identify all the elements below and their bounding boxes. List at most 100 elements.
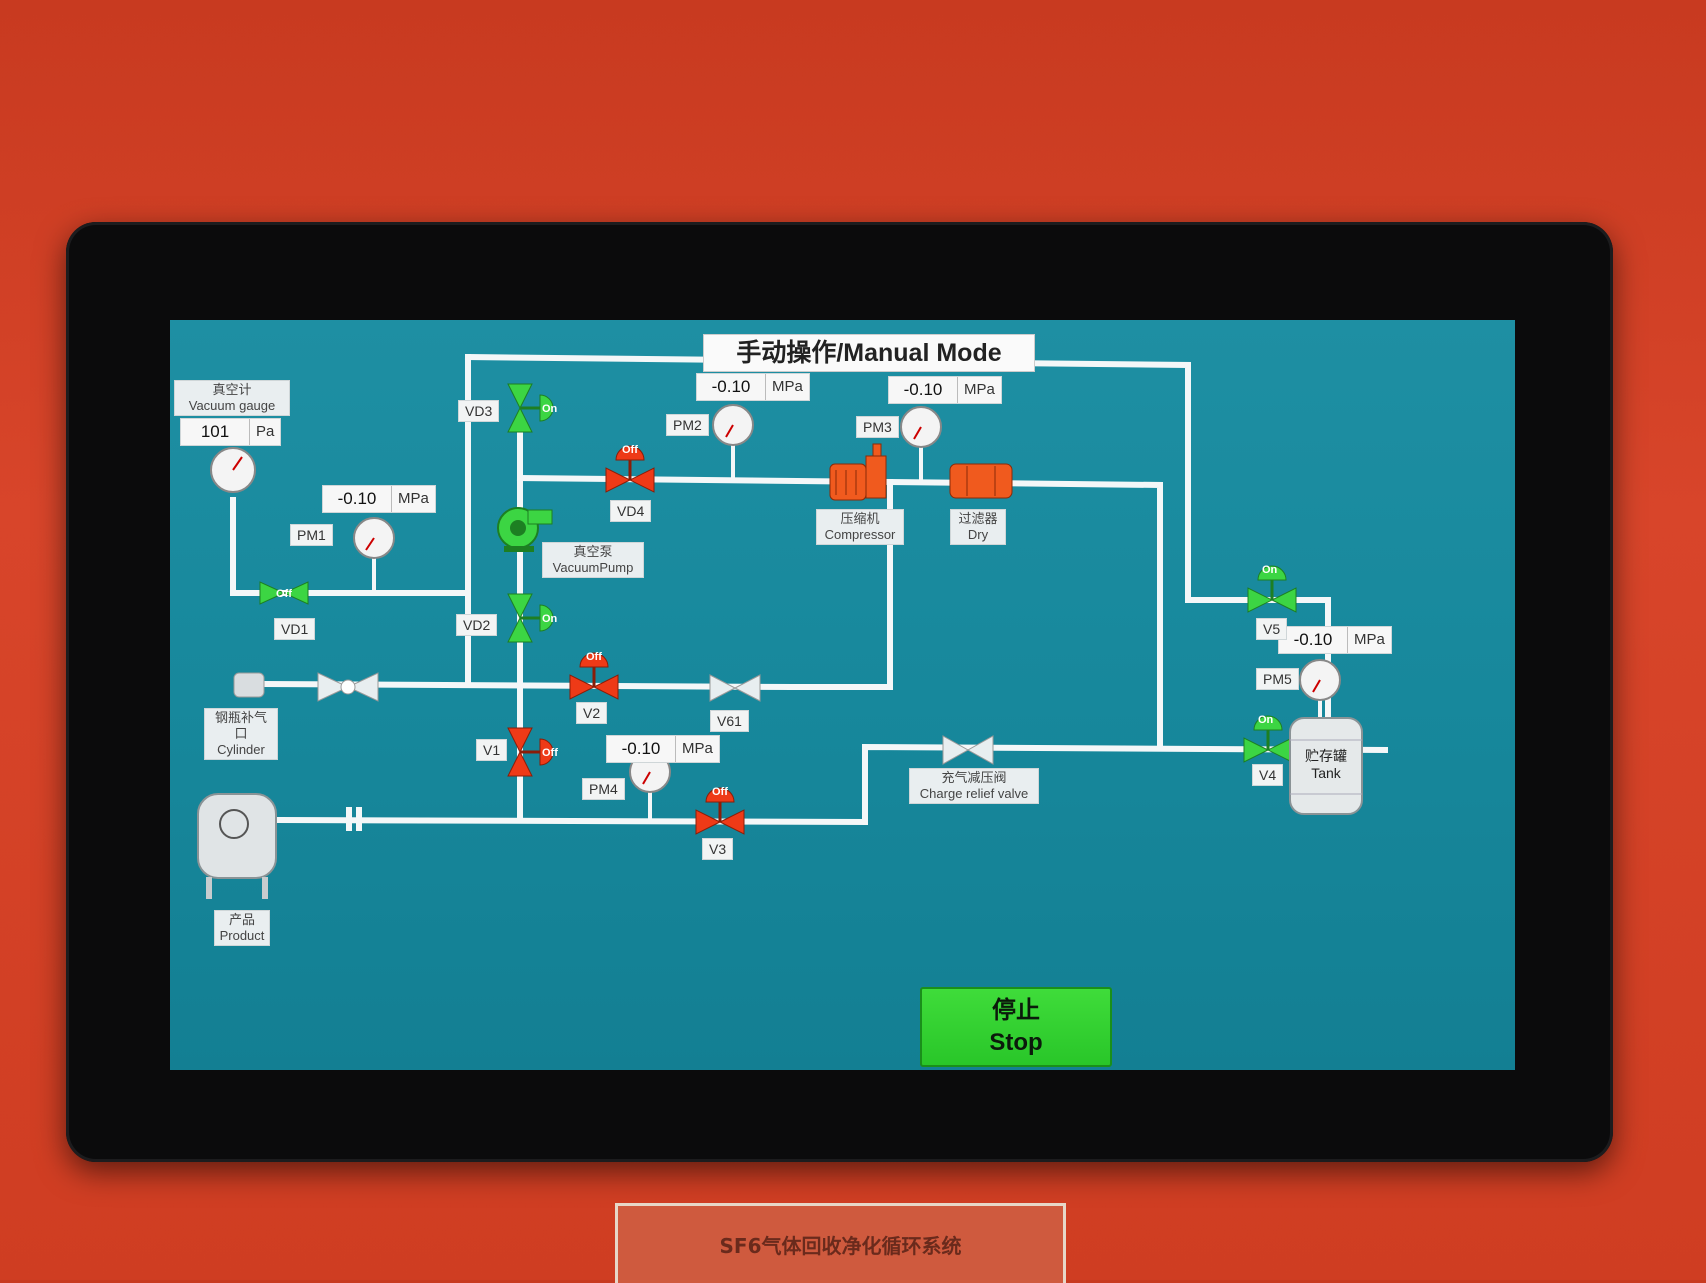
vd3-state-text: On [542, 403, 558, 415]
pipe-vd4 [516, 474, 893, 690]
pm3-label: PM3 [856, 416, 899, 438]
dryer-label: 过滤器 Dry [950, 509, 1006, 545]
tank-en: Tank [1311, 765, 1341, 781]
charge-relief-en: Charge relief valve [919, 786, 1029, 801]
v4-label[interactable]: V4 [1252, 764, 1284, 786]
vacuum-gauge-label: 真空计 Vacuum gauge [174, 380, 290, 416]
v2-valve [569, 652, 619, 700]
v3-valve [695, 787, 745, 835]
vd1-valve [259, 581, 309, 605]
cylinder-en: Cylinder [217, 742, 265, 757]
vd4-label[interactable]: VD4 [610, 500, 652, 522]
stop-button[interactable]: 停止 Stop [920, 987, 1112, 1067]
pm1-dial [353, 517, 395, 559]
pm5-label: PM5 [1256, 668, 1299, 690]
cylinder-manual-valve [317, 672, 379, 702]
vacuum-pump-cn: 真空泵 [573, 544, 613, 559]
v1-label[interactable]: V1 [476, 739, 508, 761]
pm4-readout[interactable]: -0.10 MPa [606, 735, 720, 763]
v3-state-text: Off [712, 786, 728, 798]
pm1-value: -0.10 [323, 486, 392, 512]
pm4-value: -0.10 [607, 736, 676, 762]
charge-relief-valve [942, 735, 994, 765]
vd2-state-text: On [542, 613, 558, 625]
pm5-unit: MPa [1354, 631, 1385, 648]
pm5-value: -0.10 [1279, 627, 1348, 653]
v4-state-text: On [1258, 714, 1274, 726]
v2-label[interactable]: V2 [576, 702, 608, 724]
vacuum-gauge-label-en: Vacuum gauge [188, 398, 276, 413]
vd1-state-text: Off [276, 588, 292, 600]
vd3-valve [507, 383, 554, 433]
compressor-graphic [829, 443, 887, 501]
vacuum-pump-en: VacuumPump [552, 560, 634, 575]
tank-graphic [1289, 717, 1363, 815]
compressor-cn: 压缩机 [840, 511, 880, 526]
pm4-label: PM4 [582, 778, 625, 800]
v5-state-text: On [1262, 564, 1278, 576]
vd4-valve [605, 445, 655, 493]
vd2-label[interactable]: VD2 [456, 614, 498, 636]
piping-diagram: Off Off Off On On On On Off Off [197, 353, 1389, 899]
pipe-product [276, 743, 1389, 826]
pm3-unit: MPa [964, 381, 995, 398]
vd4-state-text: Off [622, 444, 638, 456]
pm2-value: -0.10 [697, 374, 766, 400]
v5-label[interactable]: V5 [1256, 618, 1288, 640]
pm5-dial [1299, 659, 1341, 701]
pm1-readout[interactable]: -0.10 MPa [322, 485, 436, 513]
stop-button-en: Stop [989, 1029, 1043, 1056]
stop-button-cn: 停止 [992, 997, 1040, 1024]
v1-state-text: Off [542, 747, 558, 759]
vd2-valve [507, 593, 554, 643]
system-nameplate: SF6气体回收净化循环系统 [615, 1203, 1066, 1283]
tank-label: 贮存罐 Tank [1294, 748, 1358, 782]
compressor-label: 压缩机 Compressor [816, 509, 904, 545]
charge-relief-cn: 充气减压阀 [941, 770, 1007, 785]
pm2-label: PM2 [666, 414, 709, 436]
pipe-vd1 [230, 497, 471, 596]
pipe-compressor [886, 478, 1163, 751]
v3-label[interactable]: V3 [702, 838, 734, 860]
dryer-cn: 过滤器 [958, 511, 998, 526]
hmi-screen: Off Off Off On On On On Off Off 手动操作/Man… [170, 320, 1515, 1070]
vacuum-gauge-label-cn: 真空计 [212, 382, 252, 397]
pm3-value: -0.10 [889, 377, 958, 403]
cylinder-cn: 钢瓶补气口 [214, 710, 267, 741]
v61-valve [709, 674, 761, 702]
pm3-dial [900, 406, 942, 448]
vd1-label[interactable]: VD1 [274, 618, 316, 640]
pm3-readout[interactable]: -0.10 MPa [888, 376, 1002, 404]
product-en: Product [219, 928, 265, 943]
vacuum-pump-label: 真空泵 VacuumPump [542, 542, 644, 578]
v2-state-text: Off [586, 651, 602, 663]
vacuum-gauge-dial [210, 447, 256, 493]
vacuum-pump-graphic [497, 507, 553, 552]
pm2-unit: MPa [772, 378, 803, 395]
pm4-unit: MPa [682, 740, 713, 757]
v1-valve [507, 727, 554, 777]
v5-valve [1247, 565, 1297, 613]
vd3-label[interactable]: VD3 [458, 400, 500, 422]
product-vessel-graphic [197, 793, 277, 899]
cylinder-label: 钢瓶补气口 Cylinder [204, 708, 278, 760]
pm1-unit: MPa [398, 490, 429, 507]
v4-valve [1243, 715, 1293, 763]
pm2-dial [712, 404, 754, 446]
cylinder-port [233, 672, 265, 698]
tank-cn: 贮存罐 [1305, 748, 1347, 764]
product-cn: 产品 [228, 912, 255, 927]
dryer-graphic [949, 463, 1013, 499]
vacuum-gauge-readout[interactable]: 101 Pa [180, 418, 282, 446]
v61-label[interactable]: V61 [710, 710, 749, 732]
vacuum-gauge-unit: Pa [256, 423, 275, 440]
compressor-en: Compressor [824, 527, 896, 542]
product-label: 产品 Product [214, 910, 270, 946]
page-title: 手动操作/Manual Mode [703, 334, 1035, 372]
pm2-readout[interactable]: -0.10 MPa [696, 373, 810, 401]
pm1-label: PM1 [290, 524, 333, 546]
vacuum-gauge-value: 101 [181, 419, 250, 445]
pm5-readout[interactable]: -0.10 MPa [1278, 626, 1392, 654]
charge-relief-label: 充气减压阀 Charge relief valve [909, 768, 1039, 804]
dryer-en: Dry [967, 527, 989, 542]
